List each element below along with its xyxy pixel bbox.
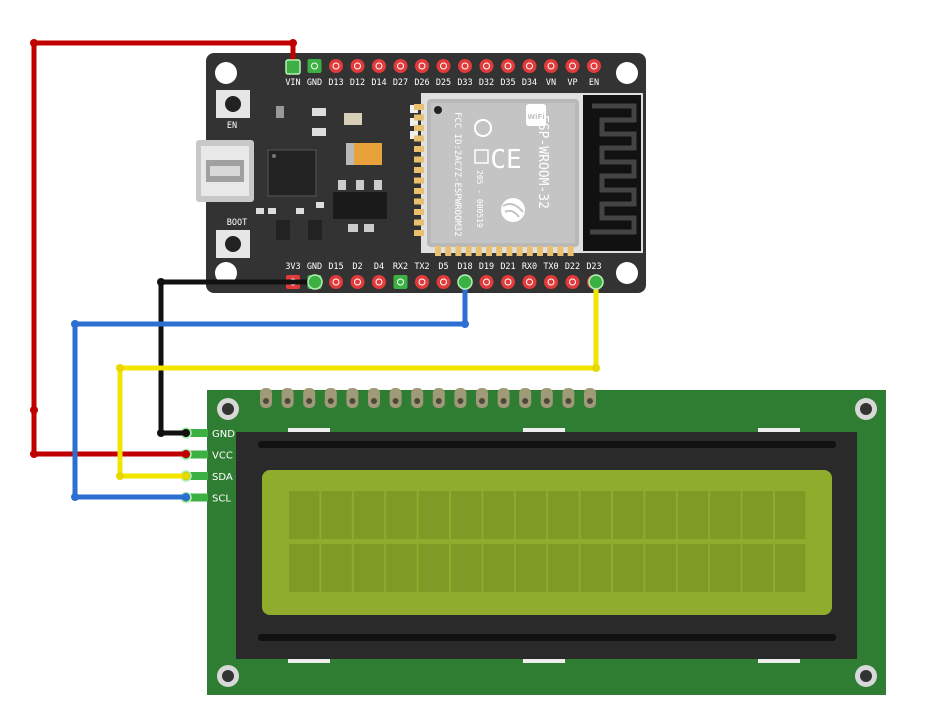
bottom-pin-label-rx2: RX2 [393, 262, 408, 272]
mount-hole [616, 62, 638, 84]
registered-mark-icon [474, 149, 489, 164]
bottom-pin-label-d23: D23 [586, 262, 601, 272]
lcd-character-grid [289, 491, 806, 592]
top-pin-label-d13: D13 [328, 78, 343, 88]
d23-pad-connected[interactable] [588, 274, 604, 290]
top-pin-vp[interactable] [565, 59, 580, 73]
esp32-top-pin-labels: VIN GND D13 D12 D14 D27 D26 D25 D33 D32 D35 D34 VN VP… [285, 78, 599, 88]
top-pin-label-d33: D33 [457, 78, 472, 88]
top-pin-label-d26: D26 [414, 78, 429, 88]
gnd-pad-connected[interactable] [307, 274, 323, 290]
esp32-top-pin-header [286, 59, 601, 73]
bottom-pin-label-d5: D5 [438, 262, 448, 272]
wires [30, 39, 600, 501]
bottom-pin-d21[interactable] [501, 275, 515, 289]
top-pin-gnd[interactable] [307, 59, 322, 73]
bottom-pin-label-d2: D2 [352, 262, 362, 272]
boot-button[interactable] [216, 230, 250, 258]
lcd-pin-label-sda: SDA [212, 472, 233, 483]
usb-connector [196, 140, 254, 202]
module-fcc-id: FCC ID:2AC7Z-ESPWROOM32 [452, 112, 462, 237]
bottom-pin-d4[interactable] [372, 275, 386, 289]
wifi-badge-text: WiFi [527, 113, 544, 121]
en-button[interactable] [216, 90, 250, 118]
top-pin-d32[interactable] [479, 59, 494, 73]
bottom-pin-d2[interactable] [350, 275, 365, 289]
top-pin-d33[interactable] [458, 59, 472, 73]
d18-pad-connected[interactable] [457, 274, 473, 290]
esp32-bottom-pin-header [286, 275, 601, 289]
certification-logo-icon [474, 119, 492, 137]
ce-mark-icon: CE [490, 145, 521, 175]
top-pin-label-d27: D27 [393, 78, 408, 88]
top-pin-label-d14: D14 [371, 78, 386, 88]
bottom-pin-label-tx2: TX2 [414, 262, 429, 272]
bottom-pin-label-rx0: RX0 [522, 262, 537, 272]
top-pin-label-d32: D32 [479, 78, 494, 88]
top-pin-en[interactable] [587, 59, 601, 73]
top-pin-d27[interactable] [393, 59, 408, 73]
top-pin-d13[interactable] [329, 59, 343, 73]
top-pin-d26[interactable] [415, 59, 429, 73]
top-pin-label-d35: D35 [500, 78, 515, 88]
esp32-board: EN BOOT [196, 53, 646, 293]
bottom-pin-d5[interactable] [436, 275, 451, 289]
esp-wroom-module: ESP-WROOM-32 FCC ID:2AC7Z-ESPWROOM32 205… [414, 93, 643, 256]
top-pin-label-vn: VN [546, 78, 556, 88]
bottom-pin-tx2[interactable] [415, 275, 429, 289]
top-pin-d25[interactable] [436, 59, 451, 73]
smd-components [256, 105, 418, 240]
bottom-pin-label-d18: D18 [457, 262, 472, 272]
bottom-pin-label-3v3: 3V3 [285, 262, 300, 272]
mount-hole [215, 62, 237, 84]
top-pin-d35[interactable] [501, 59, 515, 73]
top-pin-d34[interactable] [522, 59, 537, 73]
top-pin-d14[interactable] [372, 59, 386, 73]
lcd-pin-label-vcc: VCC [212, 451, 233, 462]
bottom-pin-label-gnd: GND [307, 262, 322, 272]
bottom-pin-tx0[interactable] [544, 275, 558, 289]
bottom-pin-rx0[interactable] [522, 275, 537, 289]
module-code: 205 - 000519 [475, 170, 484, 228]
vin-pad-connected[interactable] [285, 59, 301, 75]
bottom-pin-label-d22: D22 [565, 262, 580, 272]
bottom-pin-rx2[interactable] [393, 275, 408, 289]
top-pin-vn[interactable] [544, 59, 558, 73]
esp32-bottom-pin-labels: 3V3 GND D15 D2 D4 RX2 TX2 D5 D18 D19 D21 RX0 TX0 D22 D… [285, 262, 601, 272]
boot-button-label: BOOT [227, 218, 247, 228]
lcd-module: GND VCC SDA SCL [180, 388, 886, 695]
en-button-label: EN [227, 121, 237, 131]
top-pin-label-d25: D25 [436, 78, 451, 88]
bottom-pin-label-d21: D21 [500, 262, 515, 272]
bottom-pin-label-d15: D15 [328, 262, 343, 272]
bottom-pin-d22[interactable] [565, 275, 580, 289]
wifi-logo-icon [526, 104, 546, 126]
module-name: ESP-WROOM-32 [535, 115, 550, 209]
bottom-pin-d15[interactable] [329, 275, 343, 289]
top-pin-label-d12: D12 [350, 78, 365, 88]
top-pin-label-en: EN [589, 78, 599, 88]
wire-gnd [158, 279, 315, 436]
bottom-pin-label-d19: D19 [479, 262, 494, 272]
top-pin-label-d34: D34 [522, 78, 537, 88]
lcd-pin-label-gnd: GND [212, 429, 235, 440]
bottom-pin-label-d4: D4 [374, 262, 384, 272]
top-pin-label-vin: VIN [285, 78, 300, 88]
bottom-pin-label-tx0: TX0 [543, 262, 558, 272]
top-pin-d12[interactable] [350, 59, 365, 73]
lcd-16pin-header [260, 388, 596, 408]
bottom-pin-d19[interactable] [479, 275, 494, 289]
top-pin-label-gnd: GND [307, 78, 322, 88]
mount-hole [215, 262, 237, 284]
connected-pins [285, 59, 604, 290]
mount-hole [616, 262, 638, 284]
top-pin-label-vp: VP [567, 78, 577, 88]
lcd-pin-label-scl: SCL [212, 494, 231, 505]
